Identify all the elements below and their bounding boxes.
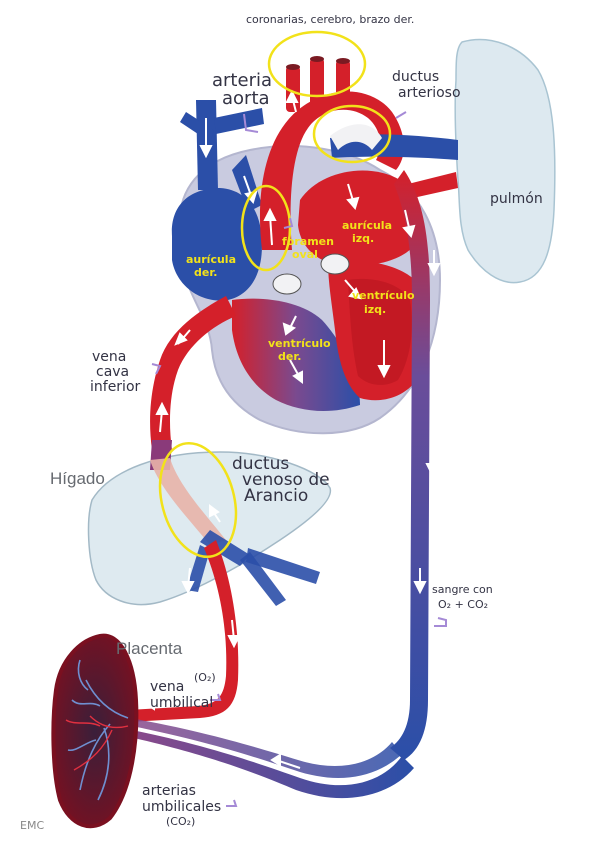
label-vena-umbilical-1: vena [150, 679, 185, 695]
umbilical-artery-2 [130, 718, 402, 778]
ductus-venosus-vessel [150, 458, 226, 545]
right-atrium [171, 188, 262, 301]
label-vena-cava-3: inferior [90, 379, 141, 395]
label-arteria-aorta-1: arteria [212, 70, 272, 91]
label-higado: Hígado [50, 469, 105, 488]
label-foramen-oval-2: oval [292, 248, 318, 261]
label-vena-umbilical-o2: (O₂) [194, 671, 216, 684]
aortic-branch-2 [310, 58, 324, 108]
signature: EMC [20, 819, 45, 832]
ventricle-inner-shade [348, 278, 412, 385]
label-arterias-umbilicales-1: arterias [142, 783, 196, 799]
svc-branch-right [214, 108, 264, 134]
label-vena-umbilical-2: umbilical [150, 695, 214, 711]
label-auricula-der-2: der. [194, 266, 218, 279]
label-ventriculo-izq-2: izq. [364, 303, 387, 316]
portal-vein-branch-2 [246, 548, 320, 584]
inferior-vena-cava [150, 296, 236, 450]
right-ventricle [232, 298, 360, 412]
label-ductus-arterioso-1: ductus [392, 69, 440, 85]
highlight-ductus-venosus [158, 441, 238, 559]
tricuspid-valve [272, 273, 302, 295]
label-ductus-venoso-2: venoso de [242, 470, 330, 490]
label-pulmon: pulmón [490, 191, 543, 207]
label-arterias-umbilicales-2: umbilicales [142, 799, 222, 815]
label-arteria-aorta-2: aorta [222, 88, 270, 109]
label-sangre-2: O₂ + CO₂ [438, 598, 489, 611]
placenta-vessels [67, 659, 129, 801]
branch-cap-2 [310, 56, 324, 62]
umbilical-artery-1 [132, 730, 414, 799]
branch-cap-3 [336, 58, 350, 64]
label-arterias-umbilicales-co2: (CO₂) [166, 815, 196, 828]
flow-arrows [144, 89, 441, 769]
label-auricula-izq-2: izq. [352, 232, 375, 245]
label-vena-cava-1: vena [92, 349, 127, 365]
left-atrium [298, 170, 420, 266]
label-ventriculo-der-1: ventrículo [268, 337, 331, 350]
aortic-branch-3 [336, 60, 350, 108]
label-top-arteries: coronarias, cerebro, brazo der. [246, 13, 415, 26]
highlight-ductus-arteriosus [312, 104, 392, 164]
placenta-shape [51, 633, 139, 829]
label-ventriculo-der-2: der. [278, 350, 302, 363]
lung-shape [454, 38, 556, 284]
portal-vein-branch-3 [240, 552, 286, 606]
label-placenta: Placenta [116, 639, 183, 658]
label-sangre-1: sangre con [432, 583, 493, 596]
placenta-arteries [65, 715, 129, 771]
label-auricula-der-1: aurícula [186, 253, 236, 266]
highlight-aortic-branches [267, 30, 367, 98]
highlight-circles [158, 30, 392, 559]
aortic-arch [259, 91, 404, 250]
mitral-valve [320, 253, 350, 275]
label-auricula-izq-1: aurícula [342, 219, 392, 232]
label-vena-cava-2: cava [96, 364, 130, 380]
annotation-arrows [151, 111, 447, 807]
label-foramen-oval-1: foramen [282, 235, 334, 248]
label-ductus-arterioso-2: arterioso [398, 85, 461, 101]
label-ductus-venoso-3: Arancio [244, 486, 309, 506]
ductus-arteriosus-vessel [330, 124, 382, 150]
umbilical-vein [128, 540, 239, 722]
label-ductus-venoso-1: ductus [232, 454, 290, 474]
highlight-foramen-oval [240, 184, 292, 272]
descending-aorta [390, 170, 430, 760]
label-ventriculo-izq-1: ventrículo [352, 289, 415, 302]
branch-cap-1 [286, 64, 300, 70]
